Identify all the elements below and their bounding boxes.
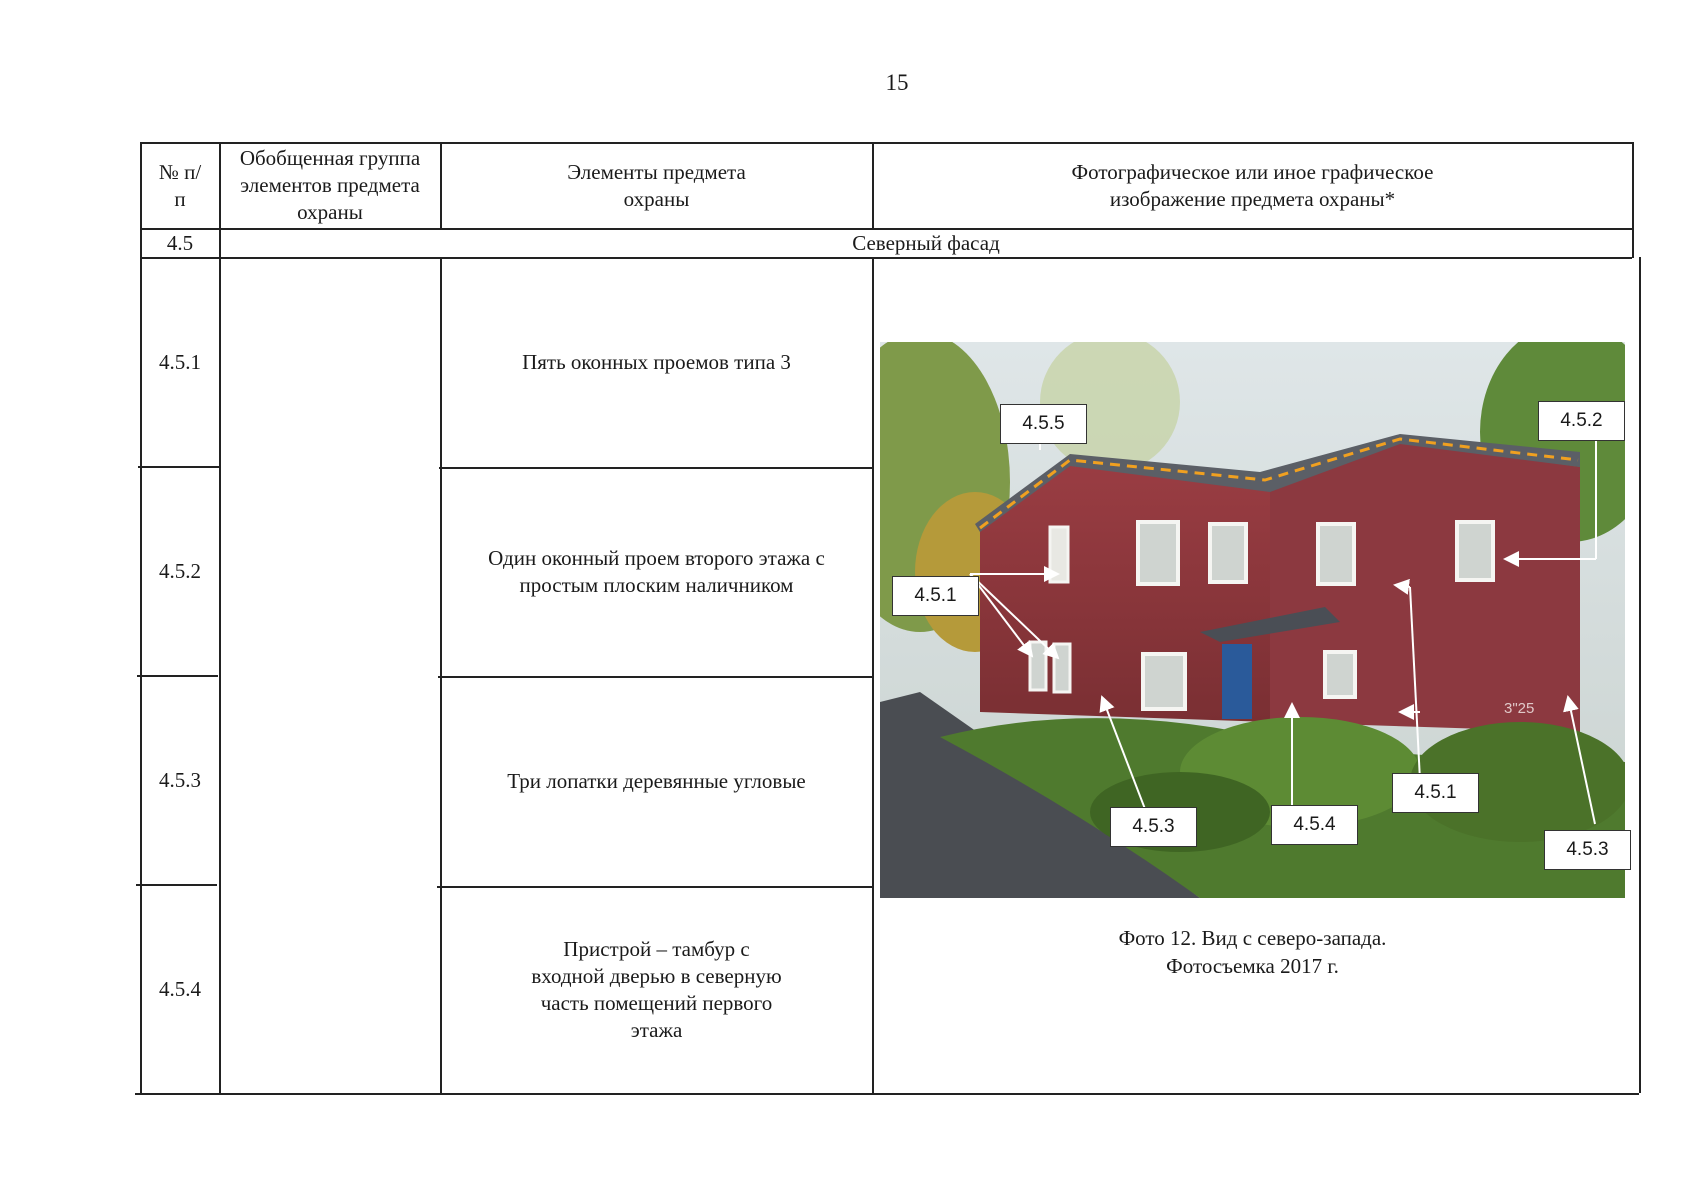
section-number: 4.5 (166, 230, 194, 255)
callout-label: 4.5.3 (1110, 807, 1197, 847)
caption-line: Фото 12. Вид с северо-запада. (1118, 926, 1387, 950)
row-element: Один оконный проем второго этажа с прост… (488, 546, 825, 597)
row-number: 4.5.1 (159, 349, 201, 374)
page-number: 15 (885, 70, 909, 95)
callout-label: 4.5.1 (1392, 773, 1479, 813)
row-number: 4.5.2 (159, 558, 201, 583)
row-element: Три лопатки деревянные угловые (507, 769, 806, 793)
header-num: № п/п (158, 159, 202, 211)
row-number: 4.5.3 (159, 767, 201, 792)
header-image: Фотографическое или иное графическое изо… (1071, 159, 1434, 211)
row-element: Пристрой – тамбур с входной дверью в сев… (531, 937, 782, 1042)
header-group: Обобщенная группа элементов предмета охр… (239, 146, 421, 224)
building-photo: 3"25 (880, 342, 1625, 898)
section-title: Северный фасад (852, 230, 1000, 255)
callout-label: 4.5.3 (1544, 830, 1631, 870)
callout-label: 4.5.4 (1271, 805, 1358, 845)
callout-label: 4.5.1 (892, 576, 979, 616)
row-number: 4.5.4 (159, 976, 201, 1001)
header-elements: Элементы предмета охраны (567, 159, 746, 211)
house-number: 3"25 (1504, 700, 1535, 717)
caption-line: Фотосъемка 2017 г. (1166, 954, 1339, 978)
photo-caption: Фото 12. Вид с северо-запада. Фотосъемка… (880, 924, 1625, 980)
callout-label: 4.5.2 (1538, 401, 1625, 441)
callout-label: 4.5.5 (1000, 404, 1087, 444)
row-element: Пять оконных проемов типа 3 (522, 350, 791, 374)
